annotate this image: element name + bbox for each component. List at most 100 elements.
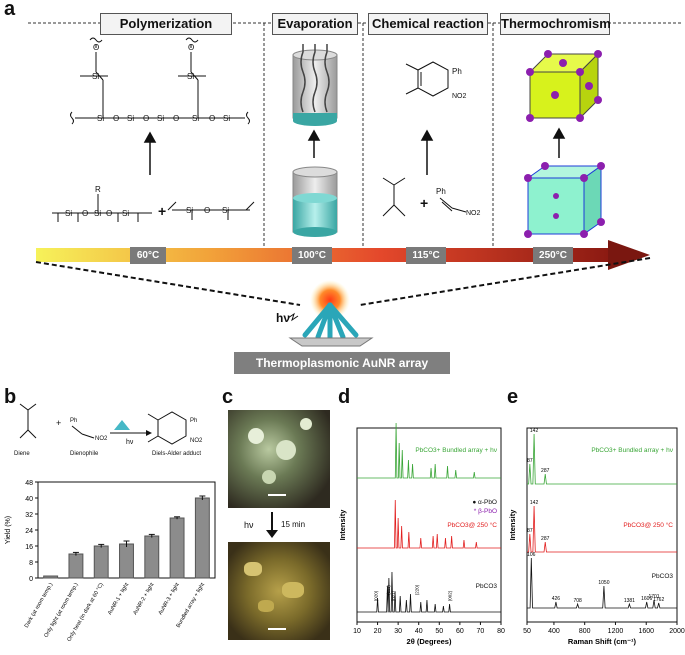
x-tick-label: 2000: [669, 628, 685, 635]
x-tick-label: 800: [579, 628, 591, 635]
y-tick-label: 32: [25, 512, 33, 519]
dienophile-label: Dienophile: [70, 451, 99, 457]
svg-text:O: O: [173, 114, 179, 123]
peak-label: (220): [415, 584, 420, 595]
y-axis-label: Yield (%): [5, 516, 12, 544]
ph-label-a: Ph: [452, 67, 462, 76]
light-squiggle: [287, 312, 299, 322]
svg-text:O: O: [106, 209, 112, 218]
svg-text:Si: Si: [192, 114, 199, 123]
hv-label-a: hν: [276, 311, 290, 325]
panel-b-letter: b: [4, 386, 17, 408]
plus-sign-2: +: [420, 195, 428, 211]
legend-entry: * β-PbO: [474, 508, 497, 515]
bar: [194, 497, 210, 579]
peak-label: 1606: [641, 596, 652, 602]
y-axis-label: Intensity: [338, 509, 347, 541]
product-structure: [405, 61, 449, 97]
peak-label: (111): [386, 585, 391, 595]
svg-text:hν: hν: [126, 439, 134, 446]
x-tick-label: 1200: [608, 628, 624, 635]
x-tick-label: AuNR-2 + light: [132, 582, 155, 617]
plot-frame: [526, 427, 678, 623]
svg-text:Ph: Ph: [70, 418, 77, 424]
series-line: [357, 422, 501, 479]
x-tick-label: 20: [374, 628, 382, 635]
svg-text:Si: Si: [94, 209, 101, 218]
temperature-arrowhead: [608, 240, 650, 270]
svg-text:NO2: NO2: [95, 436, 108, 442]
series-line: [357, 499, 501, 549]
series-line: [527, 505, 677, 553]
peak-label: 1381: [624, 598, 635, 604]
temp-60: 60°C: [130, 247, 166, 264]
peak-label: 1762: [653, 597, 664, 603]
bar: [93, 545, 109, 579]
x-tick-label: 1600: [638, 628, 654, 635]
svg-text:Ph: Ph: [436, 187, 446, 196]
temp-100: 100°C: [292, 247, 332, 264]
x-tick-label: 50: [523, 628, 531, 635]
x-tick-label: Dark (at room temp.): [24, 582, 55, 629]
svg-text:Si: Si: [223, 114, 230, 123]
aunr-array-label: Thermoplasmonic AuNR array: [234, 352, 450, 374]
temp-115: 115°C: [406, 247, 446, 264]
time-label: 15 min: [281, 520, 306, 529]
svg-text:Si: Si: [222, 206, 229, 215]
section-chemical-reaction: Chemical reaction: [368, 13, 488, 35]
y-tick-label: 48: [25, 480, 33, 487]
series-line: [527, 433, 677, 485]
svg-text:+: +: [56, 418, 61, 428]
peak-label: 142: [530, 500, 539, 506]
series-label: PbCO3@ 250 °C: [447, 521, 497, 529]
svg-text:O: O: [209, 114, 215, 123]
peak-label: (021): [391, 590, 396, 601]
peak-label: 287: [541, 536, 550, 542]
svg-text:Si: Si: [187, 72, 194, 81]
svg-text:Si: Si: [65, 209, 72, 218]
svg-text:NO2: NO2: [466, 210, 481, 217]
series-label: PbCO3@ 250 °C: [623, 521, 673, 529]
hv-label-c: hν: [244, 520, 254, 530]
svg-text:Si: Si: [92, 72, 99, 81]
x-tick-label: 60: [456, 628, 464, 635]
section-polymerization: Polymerization: [100, 13, 232, 35]
cyan-crystal-cube: [524, 162, 605, 238]
micrograph-before: [228, 410, 330, 508]
x-tick-label: AuNR-3 + light: [158, 582, 181, 617]
section-thermochromism: Thermochromism: [500, 13, 611, 35]
bar: [119, 543, 134, 579]
left-beam-line: [35, 261, 301, 306]
bar: [169, 517, 185, 579]
svg-text:O: O: [143, 114, 149, 123]
r-label: R: [95, 185, 101, 194]
peak-label: 106: [527, 552, 536, 558]
adduct-label: Diels-Alder adduct: [152, 451, 201, 457]
y-tick-label: 40: [25, 496, 33, 503]
peak-label: 426: [552, 596, 561, 602]
series-line: [527, 557, 677, 609]
yellow-crystal-cube: [526, 50, 602, 122]
bar: [43, 575, 59, 579]
x-tick-label: 400: [548, 628, 560, 635]
svg-text:Si: Si: [157, 114, 164, 123]
svg-text:O: O: [113, 114, 119, 123]
reaction-arrows: [143, 127, 566, 175]
temp-250: 250°C: [533, 247, 573, 264]
peak-label: 708: [573, 598, 582, 604]
x-tick-label: AuNR-1 + light: [107, 582, 130, 617]
svg-text:Si: Si: [122, 209, 129, 218]
x-tick-label: 70: [477, 628, 485, 635]
svg-text:Si: Si: [97, 114, 104, 123]
monomer-structures: [52, 194, 255, 222]
micrograph-after: [228, 542, 330, 640]
x-axis-label: 2θ (Degrees): [407, 637, 452, 646]
x-tick-label: 30: [394, 628, 402, 635]
panel-c-letter: c: [222, 386, 234, 408]
peak-label: (020): [374, 590, 379, 601]
y-tick-label: 8: [29, 560, 33, 567]
